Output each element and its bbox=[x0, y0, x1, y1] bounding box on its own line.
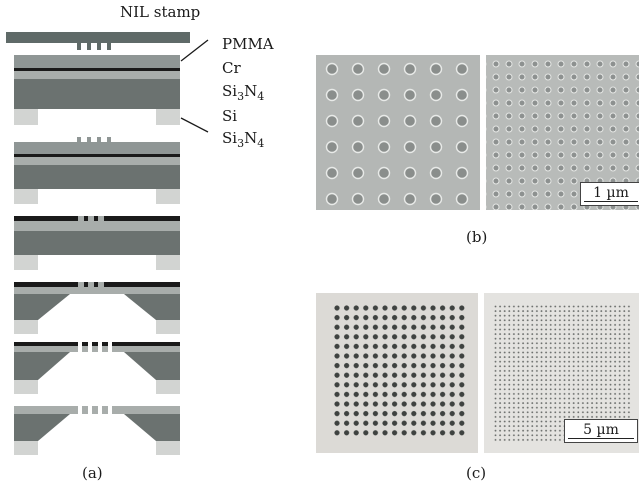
caption-b: (b) bbox=[466, 228, 488, 246]
scale-bar-b: 1 µm bbox=[580, 182, 639, 206]
scale-bar-line-c bbox=[568, 438, 634, 439]
label-si3n4-bottom: Si3N4 bbox=[222, 129, 265, 150]
scale-bar-label-c: 5 µm bbox=[583, 422, 619, 438]
sem-image-large-holes bbox=[316, 55, 480, 210]
process-step-6 bbox=[14, 406, 180, 455]
leader-line-pmma bbox=[180, 39, 209, 62]
caption-c: (c) bbox=[466, 464, 487, 482]
process-step-3 bbox=[14, 216, 180, 270]
hole-array-large bbox=[316, 55, 480, 210]
scale-bar-c: 5 µm bbox=[564, 419, 638, 443]
label-nil-stamp: NIL stamp bbox=[120, 3, 201, 21]
process-step-1 bbox=[14, 55, 180, 125]
dot-array-large bbox=[332, 303, 466, 439]
label-si: Si bbox=[222, 107, 238, 125]
label-pmma: PMMA bbox=[222, 35, 274, 53]
sem-image-small-holes: 1 µm bbox=[486, 55, 639, 210]
leader-line-si bbox=[180, 117, 209, 133]
process-step-5 bbox=[14, 342, 180, 394]
label-si3n4-top: Si3N4 bbox=[222, 82, 265, 103]
label-cr: Cr bbox=[222, 59, 241, 77]
array-image-large-pitch bbox=[316, 293, 478, 453]
nil-stamp bbox=[6, 32, 190, 43]
array-image-small-pitch: 5 µm bbox=[484, 293, 639, 453]
process-step-4 bbox=[14, 282, 180, 334]
scale-bar-label-b: 1 µm bbox=[593, 185, 629, 201]
process-step-2 bbox=[14, 137, 180, 204]
caption-a: (a) bbox=[82, 464, 103, 482]
scale-bar-line-b bbox=[584, 201, 638, 202]
stamp-teeth bbox=[77, 43, 111, 50]
